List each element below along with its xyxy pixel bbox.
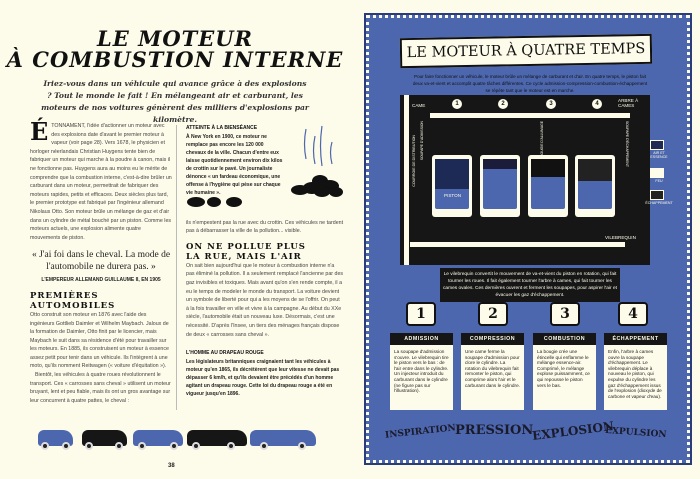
manure-small	[187, 197, 242, 207]
infographic-title: LE MOTEUR À QUATRE TEMPS	[399, 33, 653, 69]
box-text: À New York en 1900, ce moteur ne remplac…	[186, 133, 283, 196]
exhaust-swatch	[650, 190, 664, 200]
legend-label: AIR ET ESSENCE	[650, 151, 668, 159]
box-title: L'HOMME AU DRAPEAU ROUGE	[186, 350, 264, 357]
exhaust-valve-label: SOUPAPE D'ÉCHAPPEMENT	[625, 121, 629, 167]
stroke-number: 3	[546, 99, 556, 109]
car-icon	[250, 430, 316, 450]
car-icon	[187, 430, 247, 450]
step-badge: 1	[406, 302, 436, 326]
manure-illustration	[291, 125, 343, 197]
cylinder-exhaust	[575, 155, 615, 217]
step-badge: 2	[478, 302, 508, 326]
column-divider	[176, 125, 177, 410]
crankshaft-label: VILEBREQUIN	[605, 235, 636, 240]
paragraph: ils n'empestent pas la rue avec du crott…	[186, 219, 344, 235]
page-number: 38	[168, 463, 175, 469]
infographic-intro: Pour faire fonctionner un véhicule, le m…	[412, 74, 648, 93]
sidebar-box: ATTEINTE À LA BIENSÉANCE À New York en 1…	[186, 124, 284, 197]
stroke-number: 4	[592, 99, 602, 109]
air-fuel-swatch	[650, 140, 664, 150]
car-icon	[133, 430, 183, 450]
stroke-number: 1	[452, 99, 462, 109]
drop-cap: É	[30, 117, 49, 146]
car-icon	[82, 430, 127, 450]
piston-label: PISTON	[444, 193, 462, 198]
cylinder-combustion	[528, 155, 568, 217]
fire-swatch	[650, 168, 664, 178]
paragraph: On sait bien aujourd'hui que le moteur à…	[186, 262, 344, 338]
spark-plug-label: BOUGIE D'ALLUMAGE	[540, 121, 544, 157]
intake-valve-label: SOUPAPE D'ADMISSION	[420, 121, 424, 161]
column-2: ATTEINTE À LA BIENSÉANCE À New York en 1…	[186, 124, 344, 398]
paragraph: Bientôt, les véhicules à quatre roues ré…	[30, 372, 171, 404]
cam-label: CAME	[412, 103, 426, 108]
timing-belt-label: COURROIE DE DISTRIBUTION	[412, 135, 416, 187]
crankshaft-caption: Le vilebrequin convertit le mouvement de…	[440, 268, 620, 302]
timing-belt	[404, 95, 409, 265]
camshaft-label: ARBRE À CAMES	[618, 98, 639, 108]
crankshaft	[410, 242, 625, 247]
camshaft	[430, 113, 630, 118]
stroke-number: 2	[498, 99, 508, 109]
sidebar-box: L'HOMME AU DRAPEAU ROUGE Les législateur…	[186, 349, 344, 398]
step-badge: 4	[618, 302, 648, 326]
step-word: PRESSION	[455, 423, 534, 438]
paragraph: Otto construit son moteur en 1876 avec l…	[30, 311, 169, 370]
quote-source: L'EMPEREUR ALLEMAND GUILLAUME II, EN 190…	[41, 277, 161, 284]
cylinder-admission: PISTON	[432, 155, 472, 217]
legend-label: FEU	[655, 179, 663, 183]
step-badge: 3	[550, 302, 580, 326]
box-text: Les législateurs britanniques craignaien…	[186, 358, 340, 397]
quote: « J'ai foi dans le cheval. La mode de l'…	[31, 250, 171, 273]
cylinder-compression	[480, 155, 520, 217]
engine-diagram: CAME ARBRE À CAMES COURROIE DE DISTRIBUT…	[400, 95, 650, 265]
intro-text: Iriez-vous dans un véhicule qui avance g…	[41, 79, 309, 124]
legend-label: ÉCHAPPEMENT	[645, 201, 673, 205]
box-title: ATTEINTE À LA BIENSÉANCE	[186, 125, 258, 131]
section-heading: PREMIÈRES AUTOMOBILES	[30, 290, 116, 311]
car-icon	[38, 430, 73, 450]
